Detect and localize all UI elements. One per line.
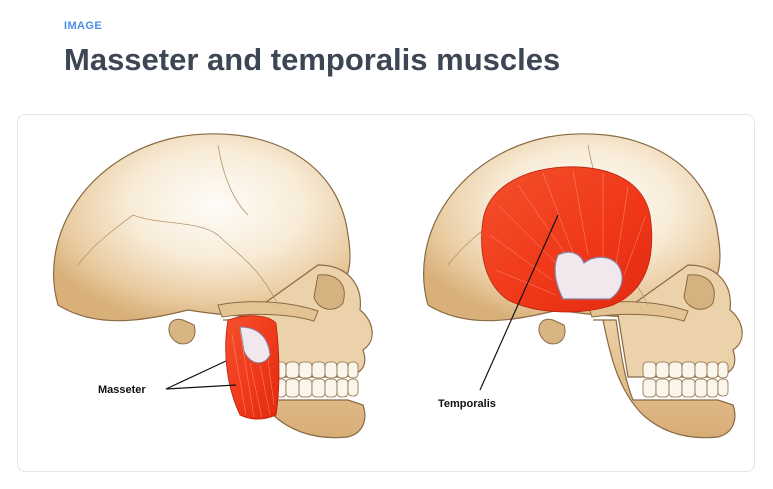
section-eyebrow: IMAGE — [64, 20, 103, 32]
image-card: Masseter — [17, 114, 755, 472]
skull-temporalis-figure: Temporalis — [423, 133, 743, 439]
skull-masseter-figure: Masseter — [53, 133, 373, 439]
masseter-label: Masseter — [98, 384, 146, 396]
temporalis-label: Temporalis — [438, 398, 496, 410]
page-title: Masseter and temporalis muscles — [64, 42, 561, 77]
skull-illustration: Masseter — [53, 133, 743, 439]
